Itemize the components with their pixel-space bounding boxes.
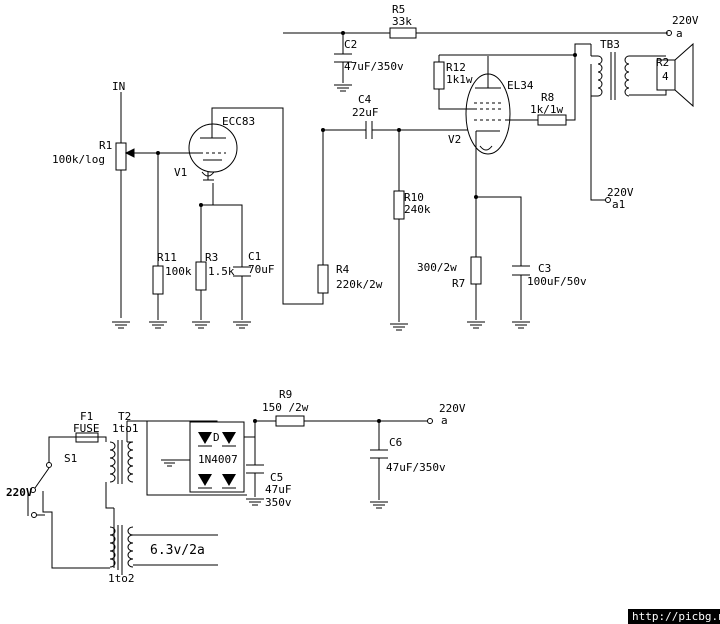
resistor-r10 — [393, 190, 405, 220]
label-r11-name: R11 — [157, 251, 177, 264]
label-r3-name: R3 — [205, 251, 218, 264]
resistor-r8 — [537, 114, 567, 126]
resistor-r12 — [433, 61, 445, 90]
transformer-t2 — [109, 421, 134, 484]
watermark: http://picbg.net/ — [628, 609, 720, 624]
resistor-r5 — [389, 27, 417, 39]
resistor-r4 — [317, 264, 329, 294]
labels: IN R1 100k/log V1 ECC83 R11 100k R3 1.5k… — [6, 3, 699, 585]
terminals — [427, 30, 672, 424]
output-transformer — [591, 52, 630, 100]
label-c2-value: 47uF/350v — [344, 60, 404, 73]
label-r7-value: 300/2w — [417, 261, 457, 274]
switch-s1 — [30, 462, 52, 518]
label-r4-value: 220k/2w — [336, 278, 383, 291]
label-d-value: 1N4007 — [198, 453, 238, 466]
label-d-name: D — [213, 431, 220, 444]
label-in: IN — [112, 80, 125, 93]
label-r5-value: 33k — [392, 15, 412, 28]
label-speaker-name: R2 — [656, 56, 669, 69]
bridge-rectifier — [189, 421, 245, 493]
junction-dots — [156, 31, 577, 423]
label-c6-name: C6 — [389, 436, 402, 449]
label-r8-name: R8 — [541, 91, 554, 104]
label-r9-value: 150 /2w — [262, 401, 309, 414]
label-v2-tube: EL34 — [507, 79, 534, 92]
resistor-r7 — [470, 256, 482, 285]
label-t2-name: T2 — [118, 410, 131, 423]
label-v1-name: V1 — [174, 166, 187, 179]
label-hv-out: 220V — [439, 402, 466, 415]
capacitors — [233, 53, 530, 474]
tube-v2 — [465, 73, 511, 155]
label-v2-name: V2 — [448, 133, 461, 146]
label-v1-tube: ECC83 — [222, 115, 255, 128]
label-f1-value: FUSE — [73, 422, 100, 435]
label-f1-name: F1 — [80, 410, 93, 423]
watermark-text: http://picbg.net/ — [632, 610, 720, 623]
label-t2-ratio: 1to1 — [112, 422, 139, 435]
label-s1-name: S1 — [64, 452, 77, 465]
label-hv-mid: 220V — [607, 186, 634, 199]
ground-symbols — [112, 84, 530, 509]
label-c2-name: C2 — [344, 38, 357, 51]
label-r11-value: 100k — [165, 265, 192, 278]
label-r3-value: 1.5k — [208, 265, 235, 278]
label-hv-mid-node: a1 — [612, 198, 625, 211]
label-r1-name: R1 — [99, 139, 112, 152]
label-r1-value: 100k/log — [52, 153, 105, 166]
speaker — [656, 42, 694, 108]
label-c3-value: 100uF/50v — [527, 275, 587, 288]
label-hv-top-node: a — [676, 27, 683, 40]
label-r9-name: R9 — [279, 388, 292, 401]
label-mains: 220V — [6, 486, 33, 499]
resistor-r9 — [275, 415, 305, 427]
label-r4-name: R4 — [336, 263, 350, 276]
label-c1-name: C1 — [248, 250, 261, 263]
resistor-r1 — [115, 142, 127, 171]
label-c5-name: C5 — [270, 471, 283, 484]
resistors — [75, 27, 567, 443]
label-r12-name: R12 — [446, 61, 466, 74]
label-c4-value: 22uF — [352, 106, 379, 119]
label-t3-ratio: 1to2 — [108, 572, 135, 585]
label-r8-value: 1k/1w — [530, 103, 563, 116]
label-c5-value2: 350v — [265, 496, 292, 509]
label-r7-name: R7 — [452, 277, 465, 290]
label-r10-value: 240k — [404, 203, 431, 216]
label-c5-value1: 47uF — [265, 483, 292, 496]
label-c6-value: 47uF/350v — [386, 461, 446, 474]
label-c1-value: 70uF — [248, 263, 275, 276]
label-r12-value: 1k1w — [446, 73, 473, 86]
resistor-r11 — [152, 265, 164, 295]
label-r5-name: R5 — [392, 3, 405, 16]
transformer-t3 — [109, 525, 134, 570]
tube-v1 — [188, 123, 238, 177]
label-hv-out-node: a — [441, 414, 448, 427]
label-r10-name: R10 — [404, 191, 424, 204]
label-heater: 6.3v/2a — [150, 543, 205, 558]
wires — [27, 32, 668, 575]
label-c3-name: C3 — [538, 262, 551, 275]
label-tb3-name: TB3 — [600, 38, 620, 51]
label-c4-name: C4 — [358, 93, 372, 106]
label-speaker-value: 4 — [662, 70, 669, 83]
label-hv-top: 220V — [672, 14, 699, 27]
resistor-r3 — [195, 261, 207, 291]
